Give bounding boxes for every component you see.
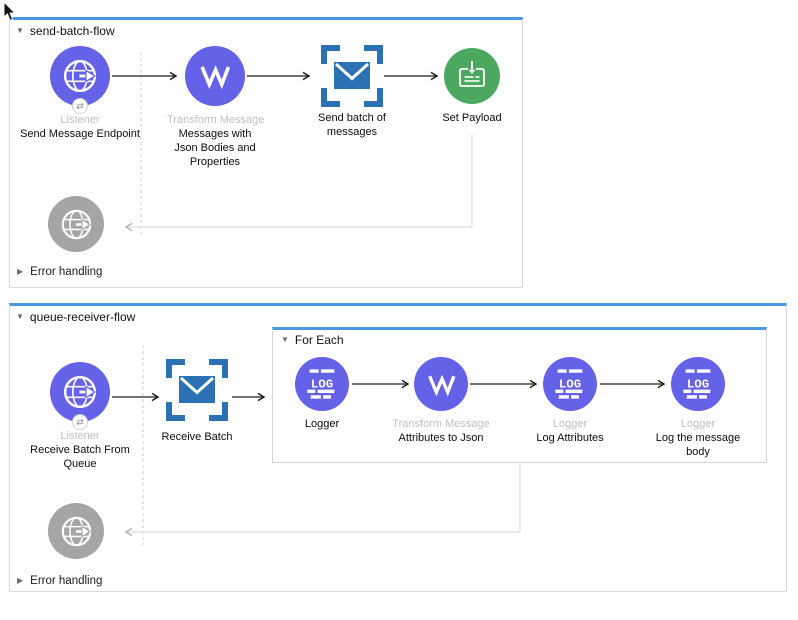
logger-node[interactable]: LOG bbox=[671, 357, 725, 411]
send-batch-node[interactable] bbox=[321, 45, 383, 107]
log-lines-icon: LOG bbox=[555, 369, 583, 399]
listener-node[interactable] bbox=[50, 362, 110, 422]
flow1-header[interactable]: ▼ send-batch-flow bbox=[16, 24, 115, 38]
error-handling-label: Error handling bbox=[30, 266, 103, 278]
document-arrow-icon bbox=[459, 61, 485, 87]
log-lines-icon: LOG bbox=[683, 369, 711, 399]
receive-batch-node[interactable] bbox=[166, 359, 228, 421]
logger2-label: Logger Log Attributes bbox=[536, 418, 604, 444]
set-payload-label: Set Payload bbox=[442, 112, 502, 124]
svg-text:LOG: LOG bbox=[687, 377, 709, 391]
globe-arrow-icon bbox=[61, 516, 91, 546]
receive-batch-label: Receive Batch bbox=[161, 431, 233, 443]
dataweave-icon bbox=[427, 374, 455, 397]
flow1-error-handling[interactable]: ▶ Error handling bbox=[17, 266, 102, 278]
send-batch-label: Send batch of messages bbox=[318, 112, 386, 138]
logger-node[interactable]: LOG bbox=[543, 357, 597, 411]
listener-label: Listener Receive Batch From Queue bbox=[30, 430, 130, 470]
dataweave-icon bbox=[200, 65, 231, 90]
expand-icon[interactable]: ▶ bbox=[17, 576, 24, 585]
transform2-label: Transform Message Attributes to Json bbox=[392, 418, 490, 444]
svg-text:LOG: LOG bbox=[311, 377, 333, 391]
collapse-icon[interactable]: ▼ bbox=[281, 335, 289, 344]
flow2-error-handling[interactable]: ▶ Error handling bbox=[17, 575, 102, 587]
response-badge-icon: ⇄ bbox=[72, 98, 88, 114]
flow2-title: queue-receiver-flow bbox=[29, 310, 136, 324]
collapse-icon[interactable]: ▼ bbox=[16, 312, 24, 321]
globe-arrow-icon bbox=[61, 209, 91, 239]
error-handling-label: Error handling bbox=[30, 575, 103, 587]
transform-message-node[interactable] bbox=[414, 357, 468, 411]
logger1-label: Logger bbox=[304, 418, 340, 430]
log-lines-icon: LOG bbox=[307, 369, 335, 399]
set-payload-node[interactable] bbox=[444, 48, 500, 104]
collapse-icon[interactable]: ▼ bbox=[16, 26, 24, 35]
flow1-title: send-batch-flow bbox=[29, 24, 115, 38]
listener-node[interactable] bbox=[50, 46, 110, 106]
envelope-brackets-icon bbox=[166, 359, 228, 421]
transform-message-node[interactable] bbox=[185, 46, 245, 106]
foreach-header[interactable]: ▼ For Each bbox=[281, 333, 344, 347]
globe-arrow-icon bbox=[63, 59, 97, 93]
expand-icon[interactable]: ▶ bbox=[17, 267, 24, 276]
logger-node[interactable]: LOG bbox=[295, 357, 349, 411]
listener-label: Listener Send Message Endpoint bbox=[20, 114, 140, 140]
transform-label: Transform Message Messages with Json Bod… bbox=[167, 114, 265, 168]
response-listener-node-disabled[interactable] bbox=[48, 196, 104, 252]
response-listener-node-disabled[interactable] bbox=[48, 503, 104, 559]
flow2-header[interactable]: ▼ queue-receiver-flow bbox=[16, 310, 135, 324]
foreach-title: For Each bbox=[294, 333, 344, 347]
envelope-brackets-icon bbox=[321, 45, 383, 107]
globe-arrow-icon bbox=[63, 375, 97, 409]
logger3-label: Logger Log the message body bbox=[655, 418, 741, 458]
response-badge-icon: ⇄ bbox=[72, 414, 88, 430]
svg-text:LOG: LOG bbox=[559, 377, 581, 391]
mouse-cursor-icon bbox=[3, 2, 17, 22]
